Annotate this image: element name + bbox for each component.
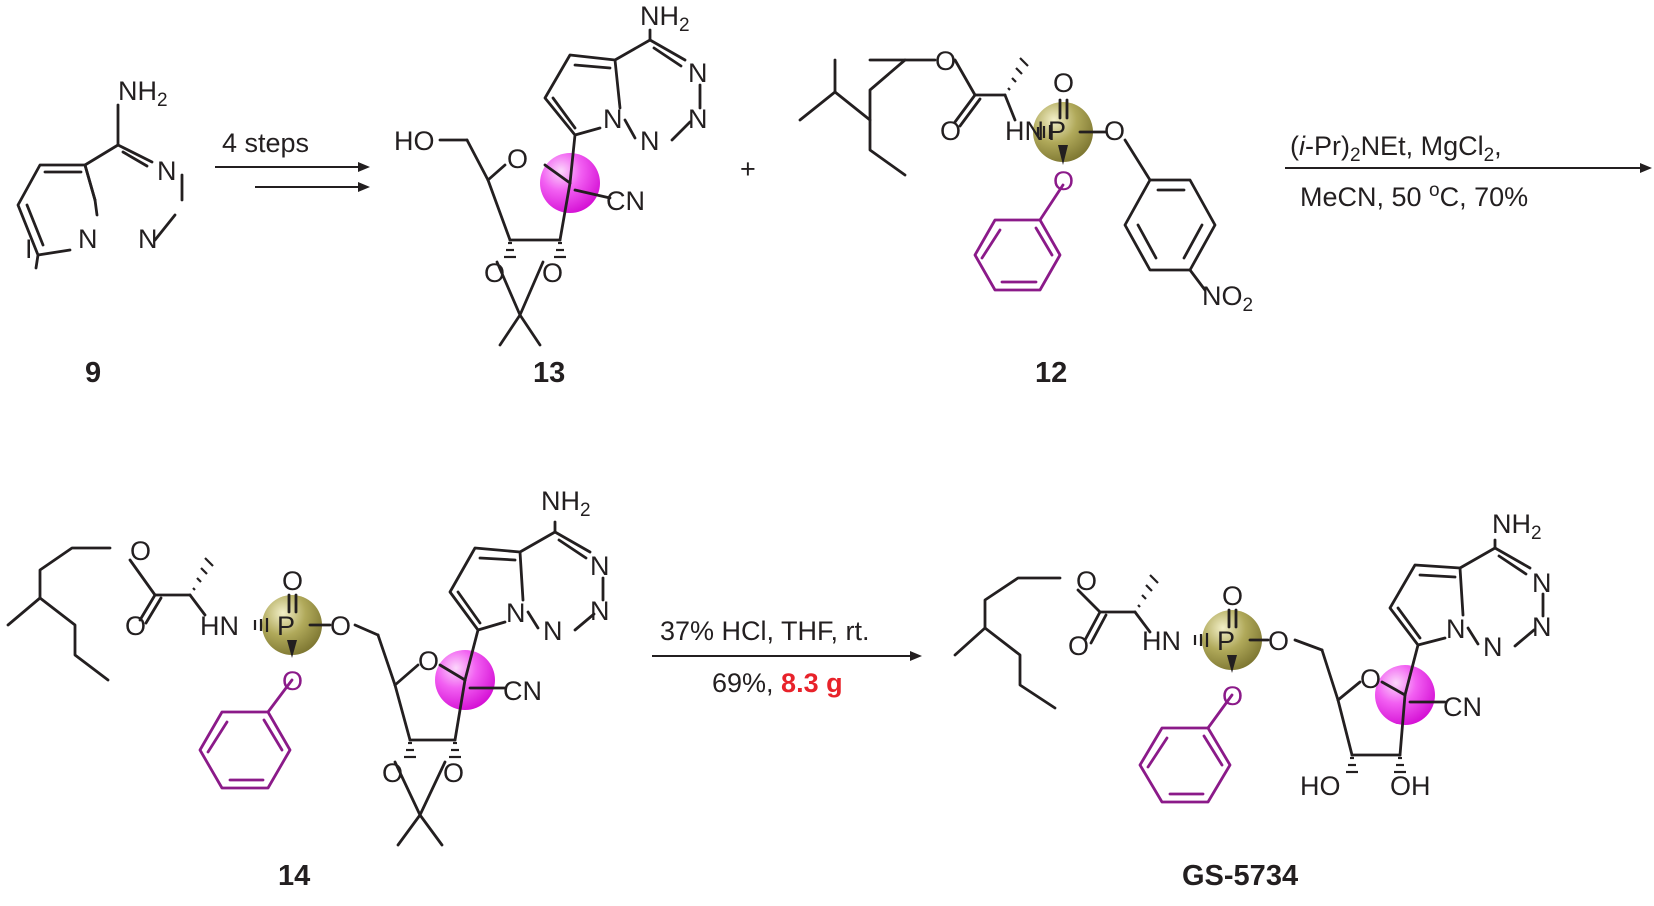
compound-13: NH2 N N N N HO O O O CN 13	[394, 1, 708, 389]
hn-label: HN	[200, 611, 239, 641]
hn-label: HN	[1142, 626, 1181, 656]
o-label: O	[940, 116, 961, 146]
o-label: O	[382, 758, 403, 788]
n-label: N	[1483, 632, 1503, 662]
condition-hcl-thf: 37% HCl, THF, rt.	[660, 616, 870, 646]
compound-gs-5734: NH2 N N N N P O O O HN O O O HO OH CN GS…	[953, 509, 1552, 892]
o-label: O	[418, 646, 439, 676]
p-label: P	[1217, 626, 1235, 656]
iodine-label: I	[25, 234, 33, 264]
o-label: O	[1076, 566, 1097, 596]
n-label: N	[590, 551, 610, 581]
no2-label: NO2	[1202, 281, 1253, 316]
o-label: O	[443, 758, 464, 788]
o-label: O	[130, 536, 151, 566]
arrow-step1: 4 steps	[215, 128, 370, 192]
condition-yield-mass: 69%, 8.3 g	[712, 668, 843, 698]
n-label: N	[1532, 612, 1552, 642]
o-label: O	[935, 46, 956, 76]
phosphorus-highlight	[262, 595, 322, 655]
n-label: N	[688, 58, 708, 88]
o-label: O	[1222, 681, 1243, 711]
arrow-step2: (i-Pr)2NEt, MgCl2, MeCN, 50 oC, 70%	[1285, 131, 1652, 212]
compound-name-gs-5734: GS-5734	[1182, 860, 1298, 892]
o-label: O	[1053, 68, 1074, 98]
o-label: O	[507, 144, 528, 174]
n-label: N	[543, 616, 563, 646]
phosphorus-highlight	[1202, 610, 1262, 670]
compound-14: NH2 N N N N P O O O HN O O O O O CN 14	[6, 486, 610, 892]
o-label: O	[125, 611, 146, 641]
plus-sign: +	[740, 154, 756, 184]
o-label: O	[1053, 166, 1074, 196]
condition-solvent-temp-yield: MeCN, 50 oC, 70%	[1300, 180, 1528, 212]
n-label: N	[640, 126, 660, 156]
condition-4-steps: 4 steps	[222, 128, 309, 158]
compound-number-9: 9	[85, 357, 101, 389]
n-label: N	[590, 596, 610, 626]
condition-base-mgcl2: (i-Pr)2NEt, MgCl2,	[1290, 131, 1502, 166]
compound-12: P O O O HN O O NO2 12	[798, 46, 1253, 389]
phosphorus-highlight	[1033, 102, 1093, 162]
compound-number-14: 14	[278, 860, 310, 892]
n-label: N	[603, 104, 623, 134]
nh2-label: NH2	[541, 486, 591, 521]
ho-label: HO	[394, 126, 435, 156]
o-label: O	[542, 258, 563, 288]
nh2-label: NH2	[118, 76, 168, 111]
n-label: N	[1532, 568, 1552, 598]
o-label: O	[1068, 631, 1089, 661]
cn-label: CN	[503, 676, 542, 706]
o-label: O	[282, 666, 303, 696]
o-label: O	[484, 258, 505, 288]
arrow-step3: 37% HCl, THF, rt. 69%, 8.3 g	[652, 616, 922, 698]
hn-label: HN	[1005, 116, 1044, 146]
o-label: O	[1222, 581, 1243, 611]
cn-label: CN	[1443, 692, 1482, 722]
p-label: P	[277, 611, 295, 641]
nh2-label: NH2	[640, 1, 690, 36]
o-label: O	[330, 611, 351, 641]
o-label: O	[1104, 116, 1125, 146]
n-label: N	[138, 224, 158, 254]
cn-label: CN	[606, 186, 645, 216]
nh2-label: NH2	[1492, 509, 1542, 544]
ho-label: HO	[1300, 771, 1341, 801]
n-label: N	[506, 598, 526, 628]
n-label: N	[78, 224, 98, 254]
n-label: N	[1446, 614, 1466, 644]
n-label: N	[688, 104, 708, 134]
n-label: N	[157, 156, 177, 186]
o-label: O	[1268, 626, 1289, 656]
compound-number-13: 13	[533, 357, 565, 389]
oh-label: OH	[1390, 771, 1431, 801]
compound-9: NH2 N N N I 9	[16, 76, 184, 389]
compound-number-12: 12	[1035, 357, 1067, 389]
o-label: O	[1360, 664, 1381, 694]
p-label: P	[1048, 116, 1066, 146]
o-label: O	[282, 566, 303, 596]
